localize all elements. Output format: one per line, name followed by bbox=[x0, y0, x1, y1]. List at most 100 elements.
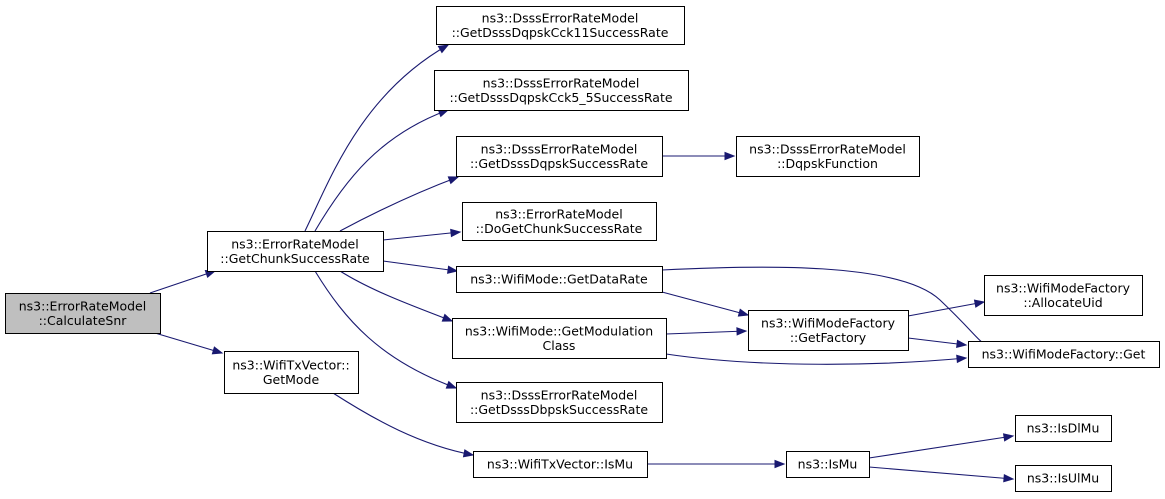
node-label-line: ns3::IsMu bbox=[798, 457, 858, 472]
arrowhead-icon bbox=[973, 299, 986, 308]
node-box[interactable] bbox=[473, 451, 648, 478]
arrowhead-icon bbox=[211, 346, 224, 355]
node-isdlmu[interactable]: ns3::IsDlMu bbox=[1015, 415, 1112, 442]
edge-line bbox=[907, 337, 967, 346]
edge-line bbox=[382, 231, 461, 241]
node-dqpsk[interactable]: ns3::DsssErrorRateModel::GetDsssDqpskSuc… bbox=[456, 136, 663, 177]
edge-getchunk-to-getdatarate bbox=[382, 260, 459, 274]
arrowhead-icon bbox=[445, 380, 458, 389]
edges-layer bbox=[149, 44, 1015, 483]
nodes-layer: ns3::ErrorRateModel::CalculateSnrns3::Er… bbox=[5, 6, 1160, 492]
arrowhead-icon bbox=[1002, 433, 1015, 442]
node-label-line: ::GetDsssDqpskCck11SuccessRate bbox=[452, 25, 669, 40]
node-ismu[interactable]: ns3::IsMu bbox=[786, 451, 870, 478]
edge-calcsnr-to-getchunk bbox=[149, 270, 217, 294]
node-box[interactable] bbox=[5, 293, 161, 334]
node-box[interactable] bbox=[736, 136, 920, 177]
node-box[interactable] bbox=[436, 6, 685, 45]
node-label-line: ns3::DsssErrorRateModel bbox=[483, 75, 640, 90]
node-label-line: ::DoGetChunkSuccessRate bbox=[476, 221, 643, 236]
node-dbpsk[interactable]: ns3::DsssErrorRateModel::GetDsssDbpskSuc… bbox=[456, 382, 663, 423]
node-box[interactable] bbox=[434, 70, 689, 111]
edge-line bbox=[314, 109, 449, 232]
node-label-line: Class bbox=[543, 338, 576, 353]
node-cck55[interactable]: ns3::DsssErrorRateModel::GetDsssDqpskCck… bbox=[434, 70, 689, 111]
node-label-line: ns3::WifiModeFactory bbox=[761, 315, 896, 330]
node-getchunk[interactable]: ns3::ErrorRateModel::GetChunkSuccessRate bbox=[207, 231, 384, 272]
arrowhead-icon bbox=[1003, 473, 1015, 483]
node-isulmu[interactable]: ns3::IsUlMu bbox=[1015, 465, 1112, 492]
edge-line bbox=[332, 392, 474, 456]
edge-getmodclass-to-getfactory bbox=[665, 327, 748, 336]
node-box[interactable] bbox=[462, 202, 657, 241]
node-txismu[interactable]: ns3::WifiTxVector::IsMu bbox=[473, 451, 648, 478]
node-box[interactable] bbox=[984, 275, 1143, 316]
node-box[interactable] bbox=[968, 341, 1160, 368]
edge-line bbox=[314, 270, 457, 389]
node-allocuid[interactable]: ns3::WifiModeFactory::AllocateUid bbox=[984, 275, 1143, 316]
edge-line bbox=[149, 270, 216, 294]
edge-line bbox=[665, 353, 967, 365]
node-box[interactable] bbox=[1015, 415, 1112, 442]
edge-line bbox=[907, 301, 985, 317]
node-getdatarate[interactable]: ns3::WifiMode::GetDataRate bbox=[456, 266, 663, 293]
edge-line bbox=[665, 330, 747, 335]
edge-line bbox=[154, 332, 223, 354]
edge-getchunk-to-dbpsk bbox=[314, 270, 458, 389]
edge-dqpsk-to-dqpskfn bbox=[662, 151, 736, 161]
node-label-line: ns3::DsssErrorRateModel bbox=[481, 387, 638, 402]
node-box[interactable] bbox=[1015, 465, 1112, 492]
arrowhead-icon bbox=[447, 265, 459, 274]
arrowhead-icon bbox=[447, 176, 460, 185]
node-box[interactable] bbox=[456, 382, 663, 423]
node-factoryget[interactable]: ns3::WifiModeFactory::Get bbox=[968, 341, 1160, 368]
node-box[interactable] bbox=[748, 310, 909, 351]
node-label-line: ns3::WifiTxVector:: bbox=[232, 357, 349, 372]
node-cck11[interactable]: ns3::DsssErrorRateModel::GetDsssDqpskCck… bbox=[436, 6, 685, 45]
node-label-line: ::AllocateUid bbox=[1023, 295, 1102, 310]
node-label-line: ::GetChunkSuccessRate bbox=[220, 251, 370, 266]
node-label-line: ns3::WifiModeFactory::Get bbox=[982, 347, 1146, 362]
arrowhead-icon bbox=[737, 308, 750, 317]
node-label-line: ns3::WifiMode::GetModulation bbox=[465, 323, 653, 338]
node-label-line: ::GetFactory bbox=[790, 330, 867, 345]
node-label-line: ns3::WifiModeFactory bbox=[996, 280, 1131, 295]
node-box[interactable] bbox=[786, 451, 870, 478]
node-label-line: ::GetDsssDqpskCck5_5SuccessRate bbox=[449, 90, 672, 105]
edge-getchunk-to-cck55 bbox=[314, 109, 450, 232]
node-label-line: ns3::WifiTxVector::IsMu bbox=[487, 457, 633, 472]
node-label-line: ::CalculateSnr bbox=[39, 313, 128, 328]
node-box[interactable] bbox=[207, 231, 384, 272]
edge-calcsnr-to-txgetmode bbox=[154, 332, 224, 355]
edge-line bbox=[661, 266, 991, 346]
arrowhead-icon bbox=[437, 44, 450, 54]
node-getfactory[interactable]: ns3::WifiModeFactory::GetFactory bbox=[748, 310, 909, 351]
edge-getchunk-to-dogetchunk bbox=[382, 228, 462, 241]
node-label-line: ns3::IsUlMu bbox=[1027, 471, 1099, 486]
node-txgetmode[interactable]: ns3::WifiTxVector::GetMode bbox=[224, 351, 359, 394]
node-dogetchunk[interactable]: ns3::ErrorRateModel::DoGetChunkSuccessRa… bbox=[462, 202, 657, 241]
node-label-line: ns3::DsssErrorRateModel bbox=[749, 141, 906, 156]
node-label-line: ns3::ErrorRateModel bbox=[19, 298, 146, 313]
node-label-line: ns3::DsssErrorRateModel bbox=[481, 141, 638, 156]
node-box[interactable] bbox=[456, 136, 663, 177]
node-calcsnr[interactable]: ns3::ErrorRateModel::CalculateSnr bbox=[5, 293, 161, 334]
node-label-line: ns3::ErrorRateModel bbox=[231, 236, 358, 251]
node-label-line: ns3::DsssErrorRateModel bbox=[482, 10, 639, 25]
node-label-line: ns3::ErrorRateModel bbox=[495, 206, 622, 221]
node-label-line: GetMode bbox=[263, 372, 320, 387]
node-box[interactable] bbox=[452, 318, 667, 359]
node-dqpskfn[interactable]: ns3::DsssErrorRateModel::DqpskFunction bbox=[736, 136, 920, 177]
node-label-line: ns3::WifiMode::GetDataRate bbox=[470, 272, 648, 287]
arrowhead-icon bbox=[774, 459, 786, 469]
edge-getmodclass-to-factoryget bbox=[665, 353, 968, 365]
edge-line bbox=[339, 176, 459, 232]
node-box[interactable] bbox=[224, 351, 359, 394]
node-label-line: ::GetDsssDbpskSuccessRate bbox=[470, 402, 648, 417]
edge-line bbox=[304, 44, 449, 232]
node-box[interactable] bbox=[456, 266, 663, 293]
edge-line bbox=[661, 291, 749, 316]
node-label-line: ::GetDsssDqpskSuccessRate bbox=[470, 156, 648, 171]
